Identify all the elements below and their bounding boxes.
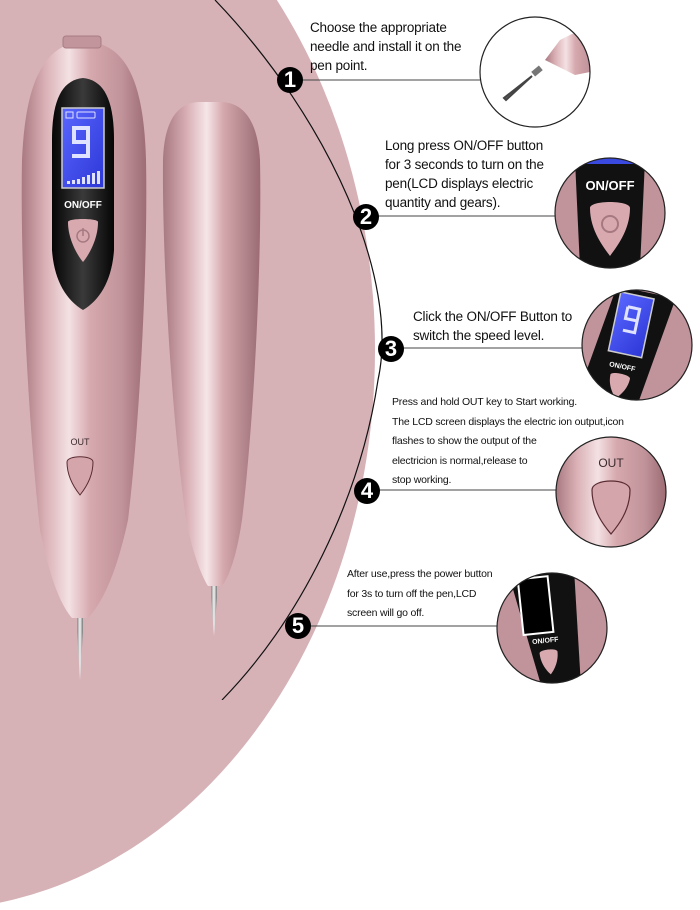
step-4-text: Press and hold OUT key to Start working.… (392, 396, 624, 486)
step-badge-4: 4 (354, 478, 380, 504)
svg-text:ON/OFF: ON/OFF (532, 636, 560, 646)
step-badge-5: 5 (285, 613, 311, 639)
detail-circle-lcd: ON/OFF (582, 290, 692, 400)
detail-circle-needle (480, 17, 590, 127)
detail-circle-power: ON/OFF (555, 158, 665, 268)
pen-back (162, 102, 261, 636)
svg-text:ON/OFF: ON/OFF (585, 178, 634, 193)
svg-text:OUT: OUT (71, 437, 91, 447)
step-badge-2: 2 (353, 204, 379, 230)
pen-front: ON/OFF OUT (21, 35, 147, 680)
detail-circle-lcd-off: ON/OFF (497, 573, 607, 683)
svg-text:ON/OFF: ON/OFF (64, 200, 102, 211)
detail-circle-out: OUT (556, 437, 666, 547)
infographic-graphics: ON/OFF OUT ON/OFF (21, 0, 693, 700)
svg-text:OUT: OUT (598, 456, 624, 470)
guide-arc (214, 0, 383, 700)
step-badge-3: 3 (378, 336, 404, 362)
step-badge-1: 1 (277, 67, 303, 93)
